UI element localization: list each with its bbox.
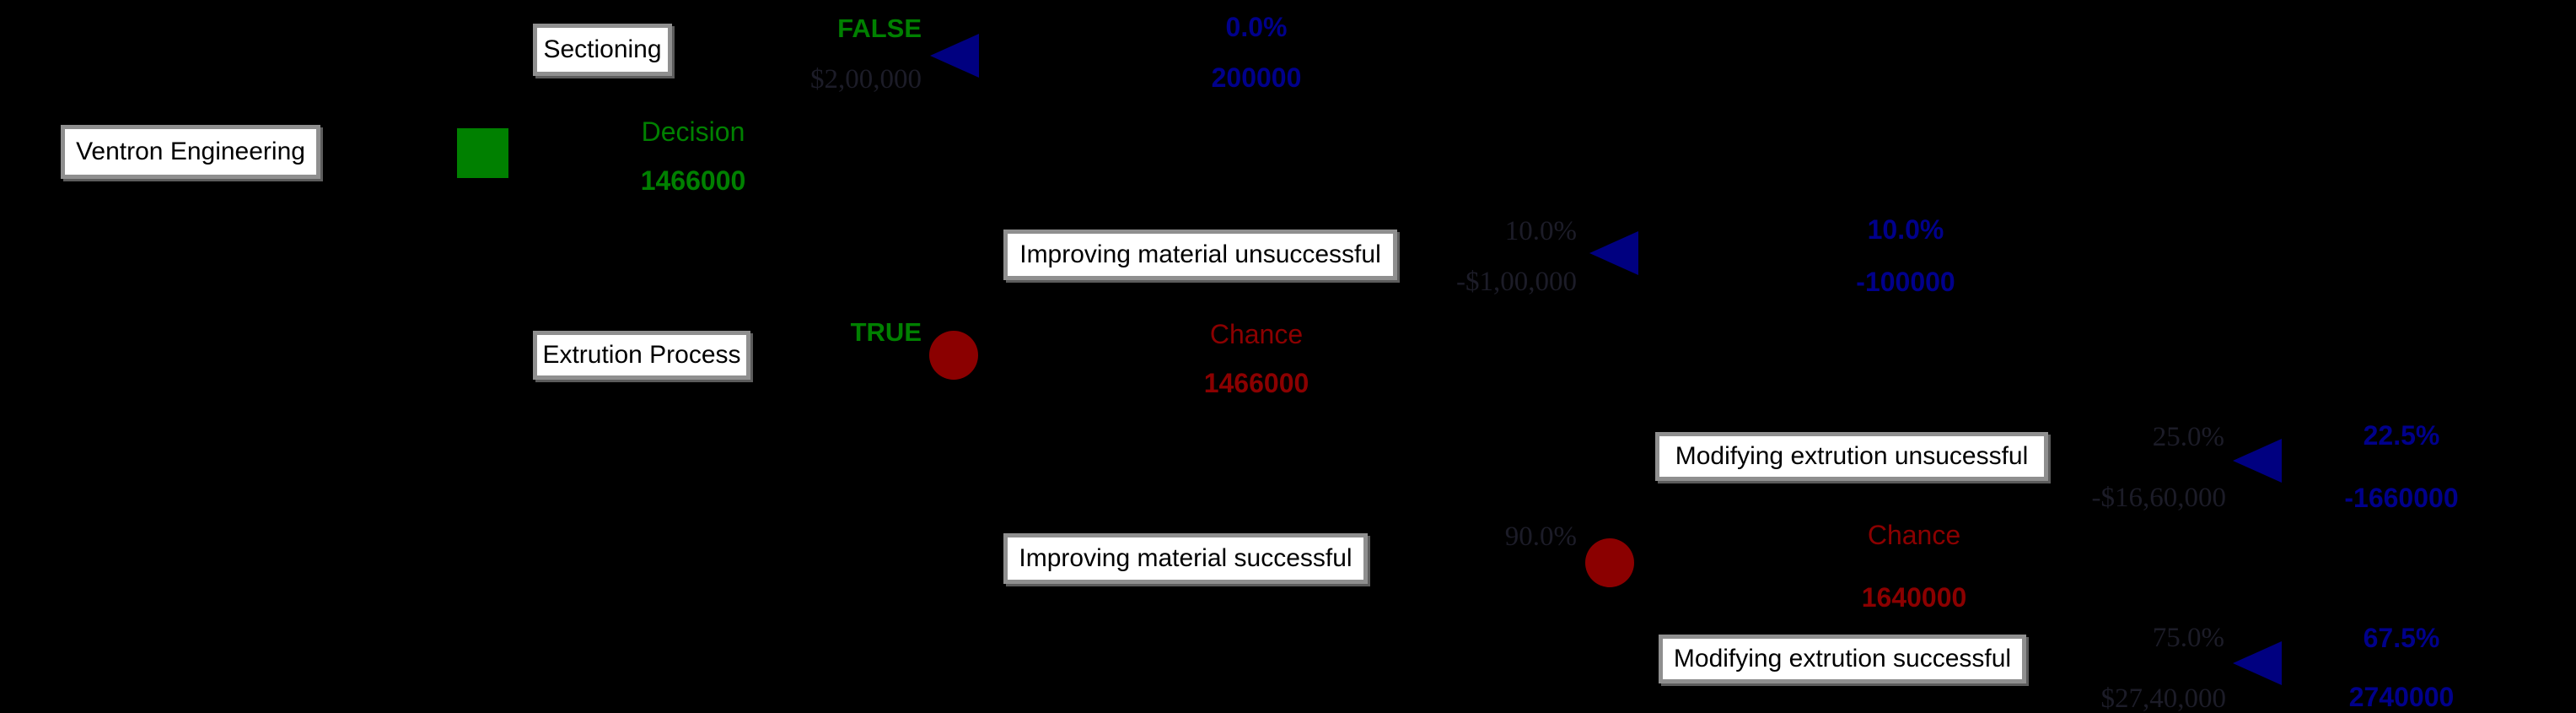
label-box-improving-unsuccessful[interactable]: Improving material unsuccessful: [1003, 230, 1397, 280]
chance-node-circle-extrution[interactable]: [929, 331, 978, 380]
label-box-extrution-process[interactable]: Extrution Process: [533, 331, 750, 380]
label-box-modifying-successful[interactable]: Modifying extrution successful: [1659, 635, 2026, 683]
label-box-sectioning[interactable]: Sectioning: [533, 24, 672, 76]
label-box-improving-unsuccessful-text: Improving material unsuccessful: [1019, 240, 1381, 268]
chance-node-type-label-extrution: Chance: [1209, 319, 1304, 349]
label-box-ventron-engineering-text: Ventron Engineering: [76, 138, 305, 165]
branch-prob-modifying-unsuccessful: 25.0%: [2152, 422, 2224, 452]
chance-node-type-label-improving-successful: Chance: [1867, 520, 1961, 550]
label-box-improving-successful-text: Improving material successful: [1019, 544, 1353, 572]
label-box-ventron-engineering[interactable]: Ventron Engineering: [61, 125, 320, 179]
label-box-extrution-process-text: Extrution Process: [542, 341, 741, 369]
branch-payoff-improving-unsuccessful: -$1,00,000: [1456, 267, 1577, 297]
chance-node-circle-improving-successful[interactable]: [1585, 538, 1634, 587]
rollback-value-improving-unsuccessful: -100000: [1856, 267, 1955, 297]
branch-payoff-modifying-unsuccessful: -$16,60,000: [2091, 483, 2227, 513]
decision-node-type-label: Decision: [641, 116, 745, 147]
end-node-triangle-modifying-unsuccessful[interactable]: [2233, 439, 2282, 483]
rollback-prob-sectioning: 0.0%: [1225, 12, 1288, 42]
end-node-triangle-sectioning[interactable]: [930, 34, 979, 78]
decision-node-ev: 1466000: [640, 165, 746, 196]
rollback-prob-modifying-successful: 67.5%: [2363, 623, 2440, 653]
rollback-prob-modifying-unsuccessful: 22.5%: [2363, 420, 2440, 451]
branch-prob-improving-successful: 90.0%: [1504, 521, 1577, 552]
label-box-modifying-unsuccessful-text: Modifying extrution unsucessful: [1675, 442, 2029, 470]
chance-node-ev-improving-successful: 1640000: [1861, 582, 1967, 613]
rollback-value-sectioning: 200000: [1211, 62, 1302, 93]
label-box-sectioning-text: Sectioning: [543, 35, 662, 63]
branch-choice-sectioning: FALSE: [837, 14, 922, 43]
rollback-prob-improving-unsuccessful: 10.0%: [1867, 214, 1944, 245]
decision-node-square[interactable]: [457, 128, 508, 178]
rollback-value-modifying-unsuccessful: -1660000: [2344, 483, 2459, 513]
end-node-triangle-improving-unsuccessful[interactable]: [1589, 231, 1638, 275]
rollback-value-modifying-successful: 2740000: [2348, 682, 2455, 712]
branch-payoff-modifying-successful: $27,40,000: [2100, 683, 2227, 713]
label-box-modifying-successful-text: Modifying extrution successful: [1673, 645, 2012, 672]
branch-payoff-sectioning: $2,00,000: [810, 64, 922, 95]
branch-prob-modifying-successful: 75.0%: [2152, 623, 2224, 653]
end-node-triangle-modifying-successful[interactable]: [2233, 641, 2282, 685]
label-box-improving-successful[interactable]: Improving material successful: [1003, 533, 1368, 584]
label-box-modifying-unsuccessful[interactable]: Modifying extrution unsucessful: [1655, 432, 2048, 481]
branch-prob-improving-unsuccessful: 10.0%: [1504, 216, 1577, 246]
chance-node-ev-extrution: 1466000: [1203, 368, 1310, 398]
branch-choice-extrution: TRUE: [850, 317, 922, 347]
